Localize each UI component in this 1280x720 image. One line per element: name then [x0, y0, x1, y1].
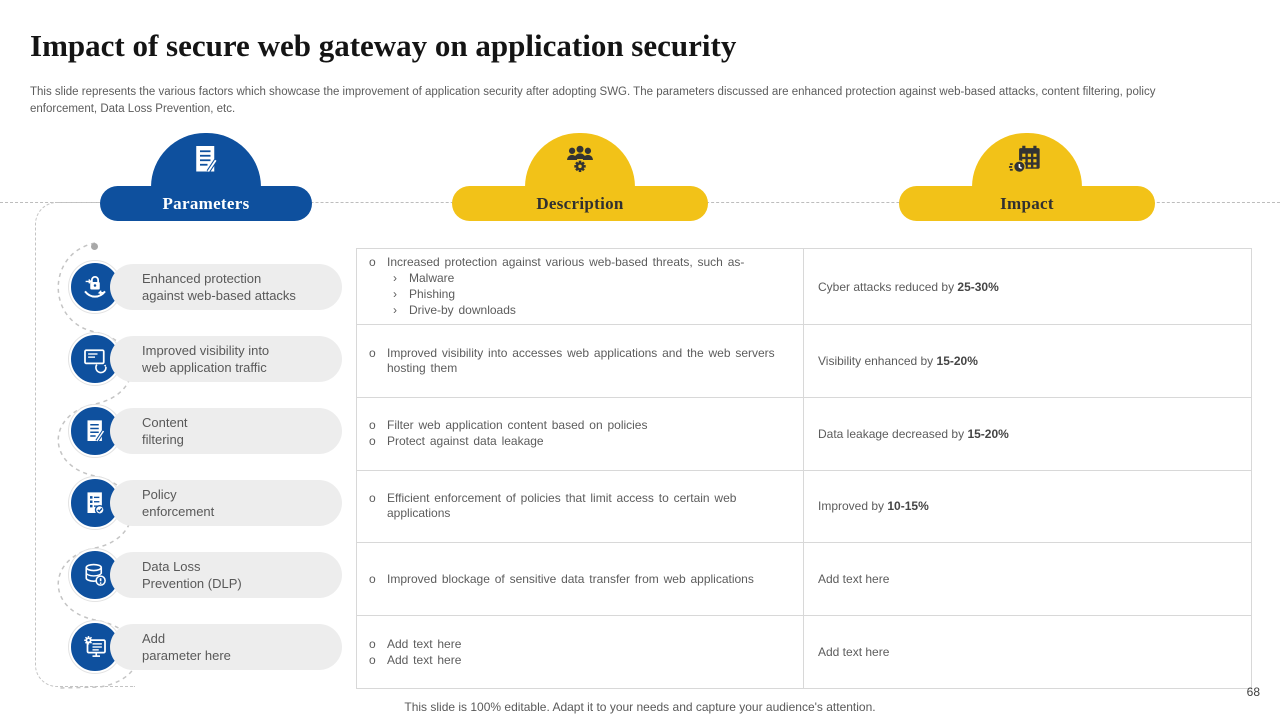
impact-header-hump: [972, 133, 1082, 187]
bullet-text: Malware: [409, 271, 455, 285]
table-row: o Filter web application content based on…: [357, 397, 1251, 471]
description-label: Description: [536, 193, 624, 213]
table-row: o Improved visibility into accesses web a…: [357, 325, 1251, 398]
column-header-description: Description: [452, 186, 708, 221]
impact-value: 10-15%: [887, 499, 929, 514]
parameter-icon-circle: [69, 405, 121, 457]
impact-cell: Data leakage decreased by 15-20%: [804, 398, 1251, 470]
calendar-clock-icon: [1008, 141, 1046, 179]
impact-cell: Cyber attacks reduced by 25-30%: [804, 249, 1251, 324]
impact-cell: Add text here: [804, 616, 1251, 688]
page-title: Impact of secure web gateway on applicat…: [30, 28, 737, 63]
parameter-item: Add parameter here: [110, 624, 342, 670]
bullet-marker: o: [369, 571, 376, 586]
footer-note: This slide is 100% editable. Adapt it to…: [404, 700, 876, 714]
impact-text: Visibility enhanced by: [818, 353, 937, 368]
description-header-hump: [525, 133, 635, 187]
bullet-text: Efficient enforcement of policies that l…: [387, 491, 737, 521]
document-pen-icon: [188, 141, 224, 181]
bullet-marker: o: [369, 491, 376, 506]
parameter-label-line1: Policy: [142, 487, 177, 502]
parameter-label-line1: Enhanced protection: [142, 271, 262, 286]
bullet-marker: o: [369, 652, 376, 667]
bullet-marker: o: [369, 345, 376, 360]
parameter-label-line1: Content: [142, 415, 188, 430]
team-gear-icon: [561, 141, 599, 179]
parameter-label-line2: against web-based attacks: [142, 288, 296, 303]
parameter-label-line2: enforcement: [142, 504, 215, 519]
description-cell: o Improved blockage of sensitive data tra…: [357, 543, 804, 616]
bullet-text: Protect against data leakage: [387, 434, 544, 449]
bullet-text: Improved blockage of sensitive data tran…: [387, 571, 754, 586]
monitor-settings-icon: [80, 632, 110, 662]
table-row: o Improved blockage of sensitive data tra…: [357, 543, 1251, 617]
bullet-marker: o: [369, 636, 376, 651]
parameter-label-line1: Data Loss: [142, 559, 201, 574]
column-header-impact: Impact: [899, 186, 1155, 221]
bullet-text: Phishing: [409, 287, 456, 301]
column-header-parameters: Parameters: [100, 186, 312, 221]
impact-cell: Improved by 10-15%: [804, 471, 1251, 543]
impact-value: 25-30%: [957, 279, 999, 294]
impact-cell: Visibility enhanced by 15-20%: [804, 325, 1251, 397]
impact-text: Improved by: [818, 499, 888, 514]
description-cell: o Filter web application content based on…: [357, 397, 804, 470]
bullet-marker: ›: [393, 271, 397, 285]
description-impact-table: o Increased protection against various we…: [356, 248, 1252, 689]
impact-text: Cyber attacks reduced by: [818, 279, 958, 294]
database-alert-icon: [80, 560, 110, 590]
table-row: o Efficient enforcement of policies that …: [357, 470, 1251, 544]
parameter-label-line2: parameter here: [142, 648, 231, 663]
impact-placeholder[interactable]: Add text here: [818, 645, 890, 660]
bullet-marker: o: [369, 255, 376, 269]
bullet-placeholder[interactable]: Add text here: [387, 636, 462, 651]
impact-value: 15-20%: [967, 426, 1009, 441]
parameter-icon-circle: [69, 477, 121, 529]
bullet-marker: ›: [393, 287, 397, 301]
bullet-text: Filter web application content based on …: [387, 418, 648, 433]
connector-start-dot: [91, 243, 98, 250]
table-row: o Increased protection against various we…: [357, 249, 1251, 325]
impact-placeholder[interactable]: Add text here: [818, 572, 890, 587]
checklist-icon: [80, 488, 110, 518]
parameter-item: Content filtering: [110, 408, 342, 454]
parameter-item: Enhanced protection against web-based at…: [110, 264, 342, 310]
bullet-placeholder[interactable]: Add text here: [387, 652, 462, 667]
impact-text: Data leakage decreased by: [818, 426, 968, 441]
bullet-marker: o: [369, 418, 376, 433]
bullet-text: Drive-by downloads: [409, 303, 516, 317]
parameter-item: Improved visibility into web application…: [110, 336, 342, 382]
parameters-label: Parameters: [162, 193, 250, 213]
description-cell: o Improved visibility into accesses web a…: [357, 325, 804, 397]
parameter-item: Data Loss Prevention (DLP): [110, 552, 342, 598]
parameter-label-line1: Improved visibility into: [142, 343, 270, 358]
description-cell: o Increased protection against various we…: [357, 249, 804, 324]
parameter-label-line2: filtering: [142, 432, 184, 447]
document-edit-icon: [80, 416, 110, 446]
impact-value: 15-20%: [936, 353, 978, 368]
impact-cell: Add text here: [804, 543, 1251, 615]
bullet-marker: ›: [393, 303, 397, 317]
slide-subtitle: This slide represents the various factor…: [30, 86, 1156, 115]
parameter-label-line1: Add: [142, 631, 166, 646]
impact-label: Impact: [1000, 193, 1054, 213]
bullet-text: Increased protection against various web…: [387, 255, 745, 269]
description-cell: o Efficient enforcement of policies that …: [357, 470, 804, 543]
bullet-marker: o: [369, 434, 376, 449]
monitor-sync-icon: [80, 344, 110, 374]
parameter-label-line2: web application traffic: [142, 360, 267, 375]
parameters-header-hump: [151, 133, 261, 187]
hand-lock-icon: [80, 272, 110, 302]
parameter-label-line2: Prevention (DLP): [142, 576, 242, 591]
parameter-item: Policy enforcement: [110, 480, 342, 526]
bullet-text: Improved visibility into accesses web ap…: [387, 345, 775, 375]
page-number: 68: [1246, 685, 1260, 699]
